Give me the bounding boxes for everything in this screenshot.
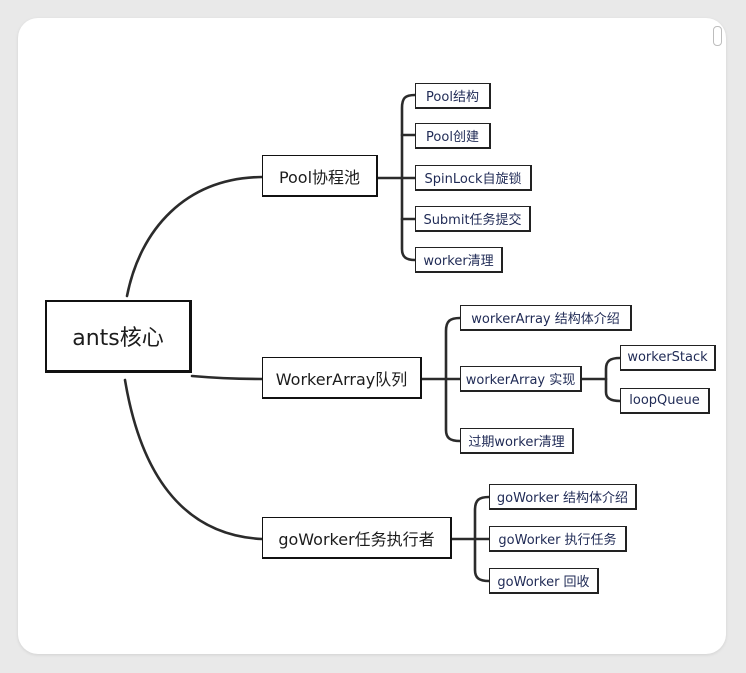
leaf-expired-worker-cleanup: 过期worker清理	[460, 428, 574, 454]
branch-label-goworker: goWorker任务执行者	[278, 529, 435, 549]
leaf-label: SpinLock自旋锁	[424, 172, 522, 187]
edge-root-workerarray	[190, 374, 264, 381]
leaf-label: loopQueue	[629, 393, 700, 408]
leaf-label: Submit任务提交	[423, 213, 522, 228]
edge-root-goworker	[123, 378, 264, 541]
leaf-label: workerStack	[627, 350, 708, 365]
branch-node-workerarray: WorkerArray队列	[262, 357, 422, 399]
leaf-spinlock: SpinLock自旋锁	[415, 165, 532, 191]
branch-node-goworker: goWorker任务执行者	[262, 517, 452, 559]
leaf-label: goWorker 执行任务	[498, 533, 617, 548]
branch-label-pool: Pool协程池	[278, 167, 361, 187]
leaf-label: 过期worker清理	[468, 435, 565, 450]
leaf-label: Pool结构	[426, 90, 479, 105]
root-label: ants核心	[72, 326, 164, 351]
leaf-workerarray-intro: workerArray 结构体介绍	[460, 305, 632, 331]
leaf-submit: Submit任务提交	[415, 206, 531, 232]
leaf-label: workerArray 结构体介绍	[471, 312, 620, 327]
leaf-worker-cleanup: worker清理	[415, 247, 503, 273]
edge-wa-bracket	[444, 316, 462, 443]
corner-mark	[713, 26, 722, 46]
leaf-label: Pool创建	[426, 130, 479, 145]
leaf-goworker-recycle: goWorker 回收	[489, 568, 599, 594]
leaf-label: goWorker 结构体介绍	[496, 491, 629, 506]
leaf-label: goWorker 回收	[497, 575, 590, 590]
leaf-pool-create: Pool创建	[415, 123, 491, 149]
leaf-pool-structure: Pool结构	[415, 83, 491, 109]
leaf-goworker-intro: goWorker 结构体介绍	[489, 484, 637, 510]
branch-node-pool: Pool协程池	[262, 155, 378, 197]
branch-label-workerarray: WorkerArray队列	[275, 369, 408, 389]
leaf-label: workerArray 实现	[465, 373, 576, 388]
leaf-goworker-execute: goWorker 执行任务	[489, 526, 627, 552]
root-node: ants核心	[45, 300, 192, 373]
edge-root-pool	[125, 175, 264, 298]
leaf-workerarray-impl: workerArray 实现	[460, 366, 582, 392]
leaf-label: worker清理	[423, 254, 494, 269]
leaf-workerstack: workerStack	[620, 345, 716, 371]
leaf-loopqueue: loopQueue	[620, 388, 710, 414]
edge-impl-bracket	[604, 356, 622, 403]
